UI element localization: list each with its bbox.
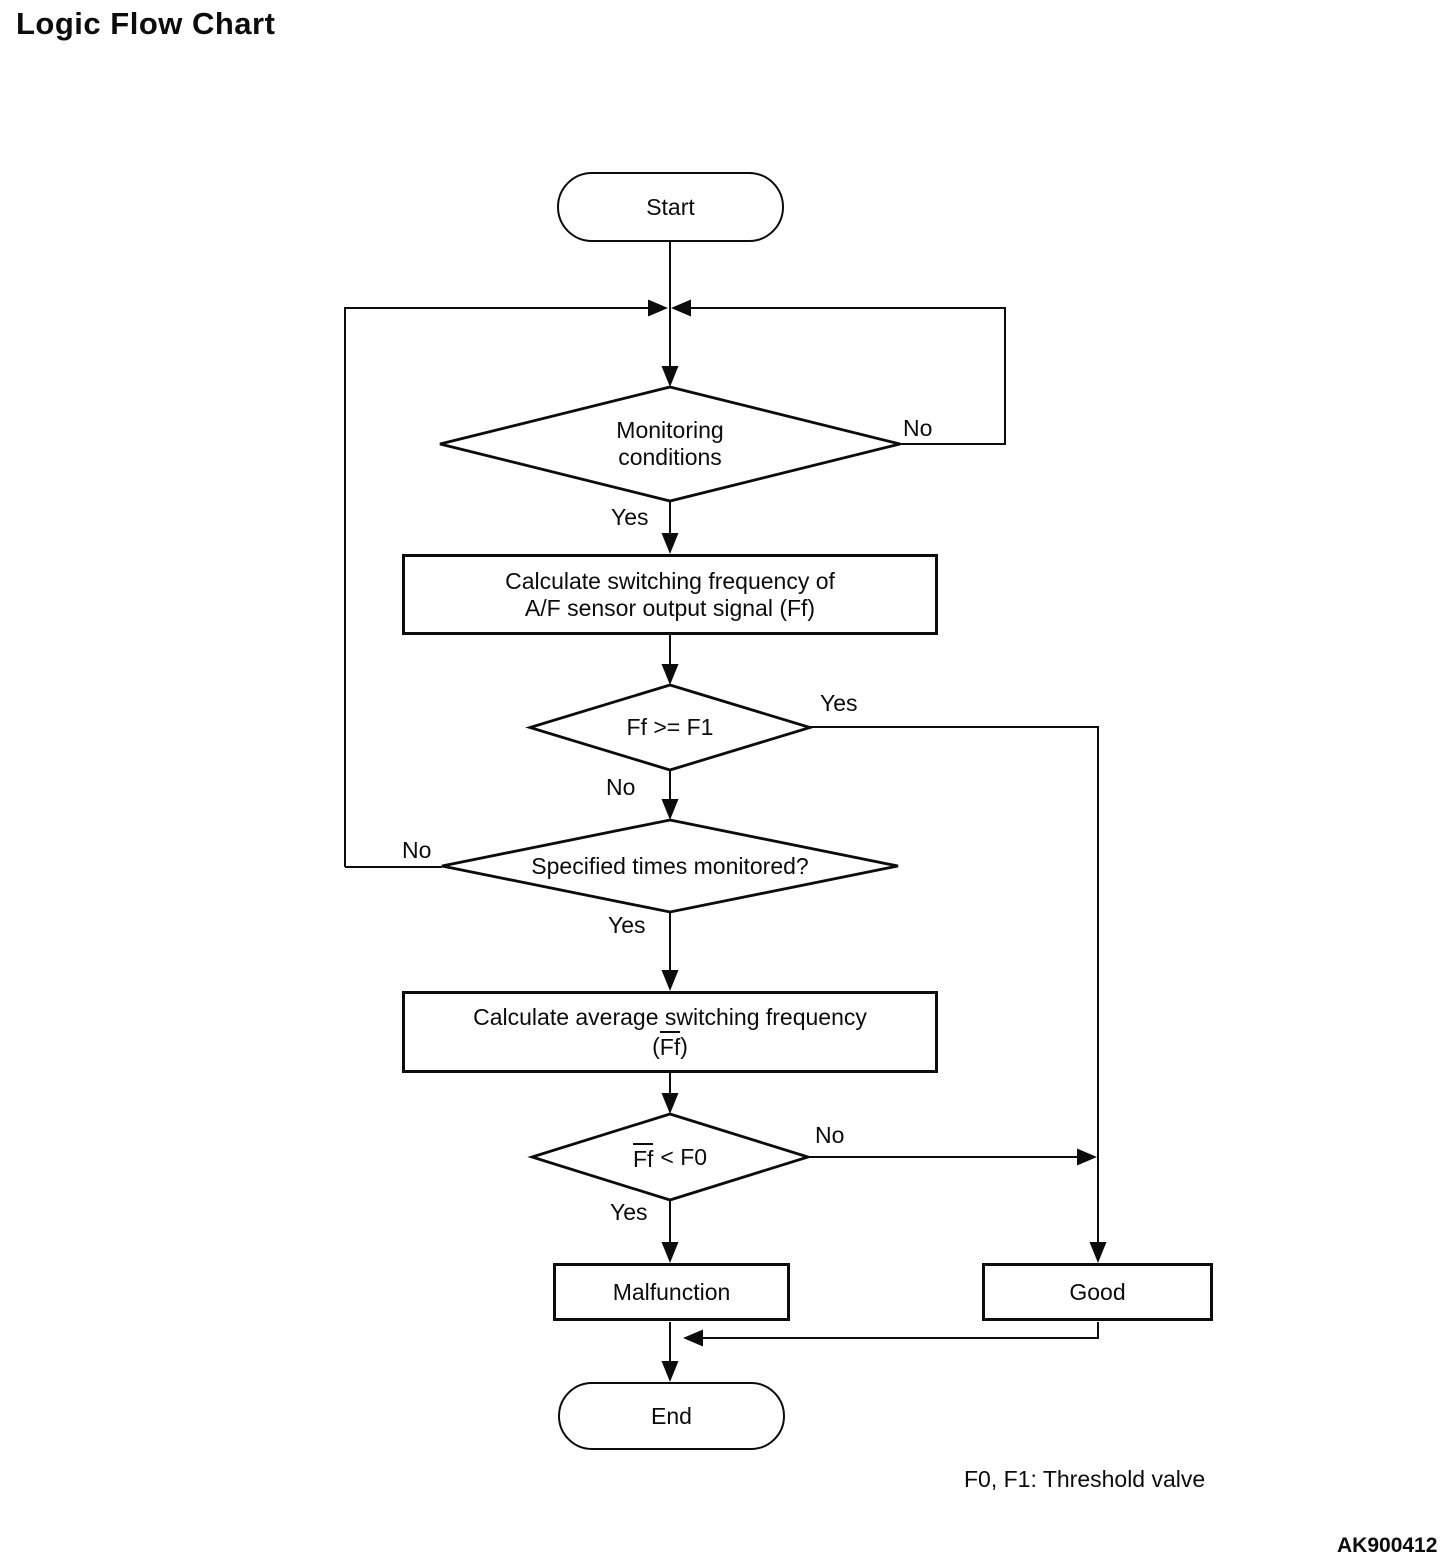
arrowhead-into-calcavg [661, 970, 679, 991]
ff-bar-overline: Ff [632, 1142, 654, 1171]
calc-average-frequency-process: Calculate average switching frequency (F… [402, 991, 938, 1073]
arrowhead-into-calcff [661, 533, 679, 554]
specified-times-decision-shape [441, 818, 899, 914]
page-title: Logic Flow Chart [16, 6, 276, 41]
ff-ge-f1-no-label: No [606, 774, 636, 800]
edge-ff-ge-f1-yes [810, 726, 1099, 1246]
end-terminator: End [558, 1382, 785, 1450]
arrowhead-into-ffbar [661, 1093, 679, 1114]
arrowhead-good-join [683, 1329, 703, 1347]
arrowhead-right-into-junction [648, 299, 668, 317]
edge-specified-no-loop [344, 307, 651, 868]
ffbar-lt-f0-decision-shape [527, 1112, 813, 1202]
ff-bar-overline: Ff [659, 1031, 681, 1060]
good-box: Good [982, 1263, 1213, 1321]
ff-ge-f1-yes-label: Yes [820, 690, 858, 716]
start-label: Start [646, 193, 695, 220]
end-label: End [651, 1402, 692, 1429]
arrowhead-into-malfunction [661, 1242, 679, 1263]
ffbar-yes-label: Yes [610, 1199, 648, 1225]
monitoring-decision-label: Monitoring conditions [616, 417, 724, 470]
arrowhead-ffbar-no-join [1077, 1148, 1097, 1166]
arrowhead-into-good [1089, 1242, 1107, 1263]
arrowhead-left-into-junction [671, 299, 691, 317]
calc-average-frequency-label: Calculate average switching frequency (F… [473, 1004, 867, 1061]
calc-switching-frequency-process: Calculate switching frequency of A/F sen… [402, 554, 938, 635]
malfunction-box: Malfunction [553, 1263, 790, 1321]
monitoring-no-label: No [903, 415, 933, 441]
monitoring-yes-label: Yes [611, 504, 649, 530]
monitoring-decision-shape [439, 385, 901, 503]
threshold-footnote: F0, F1: Threshold valve [964, 1466, 1206, 1492]
ff-ge-f1-decision-shape [525, 683, 815, 772]
edge-monitoring-no-loop [689, 307, 1006, 445]
ffbar-lt-f0-decision-label: Ff< F0 [632, 1142, 708, 1172]
ff-ge-f1-decision-label: Ff >= F1 [626, 714, 714, 740]
start-terminator: Start [557, 172, 784, 242]
malfunction-label: Malfunction [612, 1278, 731, 1305]
specified-times-yes-label: Yes [608, 912, 646, 938]
arrowhead-into-end [661, 1361, 679, 1382]
arrowhead-into-ff-ge-f1 [661, 664, 679, 685]
specified-times-decision-label: Specified times monitored? [531, 852, 809, 879]
ffbar-no-label: No [815, 1122, 845, 1148]
arrowhead-down-into-monitoring [661, 366, 679, 387]
figure-code: AK900412 [1337, 1534, 1438, 1557]
specified-times-no-label: No [402, 837, 432, 863]
arrowhead-into-specified-times [661, 799, 679, 820]
edge-good-join [701, 1322, 1099, 1339]
calc-switching-frequency-label: Calculate switching frequency of A/F sen… [505, 567, 835, 621]
good-label: Good [1069, 1278, 1126, 1305]
